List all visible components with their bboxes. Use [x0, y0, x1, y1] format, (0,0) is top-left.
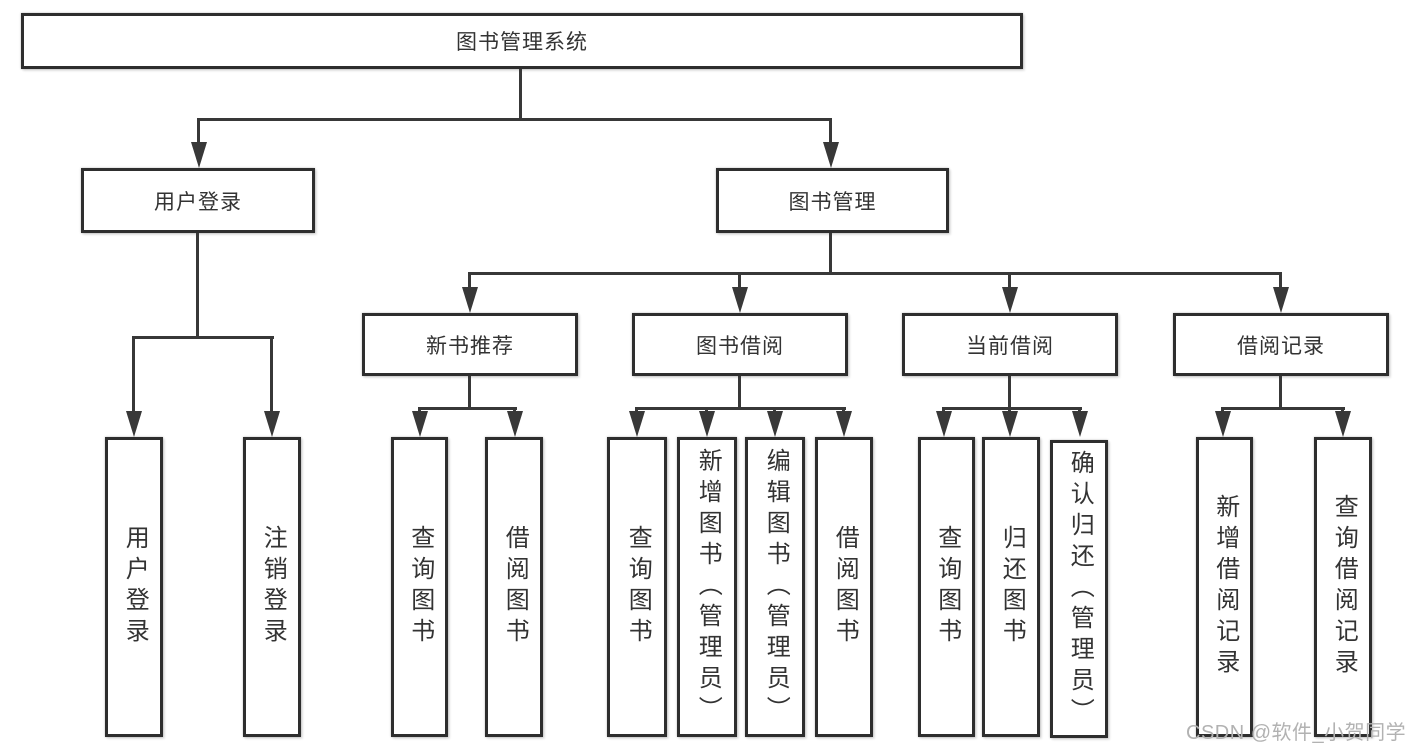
leaf-label: 新增图书（管理员） [694, 447, 722, 727]
connector-arrow [1215, 411, 1231, 437]
connector-arrow [836, 411, 852, 437]
node-book-management-label: 图书管理 [788, 190, 877, 214]
node-user-login-label: 用户登录 [154, 190, 242, 214]
connector-vline [270, 336, 273, 411]
connector-vline [468, 272, 471, 287]
leaf-bb-add-books-admin: 新增图书（管理员） [677, 437, 737, 737]
connector-arrow [126, 411, 142, 437]
leaf-label: 新增借阅记录 [1211, 494, 1239, 680]
connector-arrow [767, 411, 783, 437]
leaf-label: 用户登录 [121, 525, 149, 649]
connector-vline [418, 407, 421, 413]
connector-arrow [507, 411, 523, 437]
leaf-cb-query-books: 查询图书 [918, 437, 975, 737]
connector-arrow [699, 411, 715, 437]
connector-vline [829, 233, 832, 272]
connector-arrow [412, 411, 428, 437]
leaf-cb-return-books: 归还图书 [982, 437, 1040, 737]
connector-arrow [1072, 411, 1088, 437]
connector-vline [1279, 376, 1282, 407]
leaf-br-query-record: 查询借阅记录 [1314, 437, 1372, 737]
node-borrowing-records-label: 借阅记录 [1237, 334, 1325, 358]
connector-vline [1341, 407, 1344, 413]
node-book-borrowing: 图书借阅 [632, 313, 848, 376]
node-borrowing-records: 借阅记录 [1173, 313, 1389, 376]
connector-arrow [191, 142, 207, 168]
connector-arrow [1002, 287, 1018, 313]
node-user-login: 用户登录 [81, 168, 315, 233]
leaf-user-login: 用户登录 [105, 437, 163, 737]
connector-vline [197, 118, 200, 142]
connector-vline [1008, 272, 1011, 287]
node-book-borrowing-label: 图书借阅 [696, 334, 784, 358]
leaf-label: 归还图书 [998, 525, 1026, 649]
watermark: CSDN @软件_小贺同学 [1186, 722, 1405, 744]
connector-vline [196, 233, 199, 336]
connector-arrow [823, 142, 839, 168]
connector-vline [842, 407, 845, 413]
connector-vline [468, 376, 471, 407]
connector-hline [942, 407, 1082, 410]
leaf-bb-query-books: 查询图书 [607, 437, 667, 737]
connector-vline [1078, 407, 1081, 413]
leaf-label: 查询图书 [933, 525, 961, 649]
connector-vline [132, 336, 135, 411]
leaf-nbr-borrow-books: 借阅图书 [485, 437, 543, 737]
connector-hline [132, 336, 274, 339]
connector-arrow [1273, 287, 1289, 313]
node-root: 图书管理系统 [21, 13, 1023, 69]
connector-vline [1008, 407, 1011, 413]
leaf-label: 确认归还（管理员） [1066, 449, 1094, 729]
connector-vline [829, 118, 832, 142]
connector-vline [635, 407, 638, 413]
node-book-management: 图书管理 [716, 168, 949, 233]
leaf-logout: 注销登录 [243, 437, 301, 737]
leaf-cb-confirm-return-admin: 确认归还（管理员） [1050, 440, 1108, 738]
connector-vline [705, 407, 708, 413]
leaf-label: 查询图书 [624, 525, 652, 649]
node-current-borrowing: 当前借阅 [902, 313, 1118, 376]
connector-hline [198, 118, 832, 121]
connector-vline [1008, 376, 1011, 407]
node-root-label: 图书管理系统 [456, 31, 588, 54]
connector-vline [738, 376, 741, 407]
connector-vline [942, 407, 945, 413]
leaf-bb-borrow-books: 借阅图书 [815, 437, 873, 737]
connector-arrow [1002, 411, 1018, 437]
node-current-borrowing-label: 当前借阅 [966, 334, 1054, 358]
leaf-label: 借阅图书 [831, 525, 859, 649]
connector-arrow [732, 287, 748, 313]
leaf-label: 借阅图书 [501, 525, 529, 649]
leaf-label: 查询图书 [406, 525, 434, 649]
connector-vline [738, 272, 741, 287]
connector-vline [519, 69, 522, 118]
connector-arrow [936, 411, 952, 437]
connector-vline [1221, 407, 1224, 413]
connector-vline [773, 407, 776, 413]
leaf-br-add-record: 新增借阅记录 [1196, 437, 1253, 737]
node-new-book-recommend-label: 新书推荐 [426, 334, 514, 358]
connector-hline [635, 407, 846, 410]
connector-arrow [264, 411, 280, 437]
connector-vline [513, 407, 516, 413]
node-new-book-recommend: 新书推荐 [362, 313, 578, 376]
connector-arrow [1335, 411, 1351, 437]
connector-hline [1221, 407, 1345, 410]
connector-arrow [629, 411, 645, 437]
leaf-nbr-query-books: 查询图书 [391, 437, 448, 737]
leaf-label: 注销登录 [259, 525, 287, 649]
connector-hline [468, 272, 1282, 275]
connector-hline [418, 407, 517, 410]
leaf-label: 查询借阅记录 [1330, 494, 1358, 680]
leaf-label: 编辑图书（管理员） [762, 447, 790, 727]
connector-arrow [462, 287, 478, 313]
leaf-bb-edit-books-admin: 编辑图书（管理员） [745, 437, 805, 737]
connector-vline [1279, 272, 1282, 287]
